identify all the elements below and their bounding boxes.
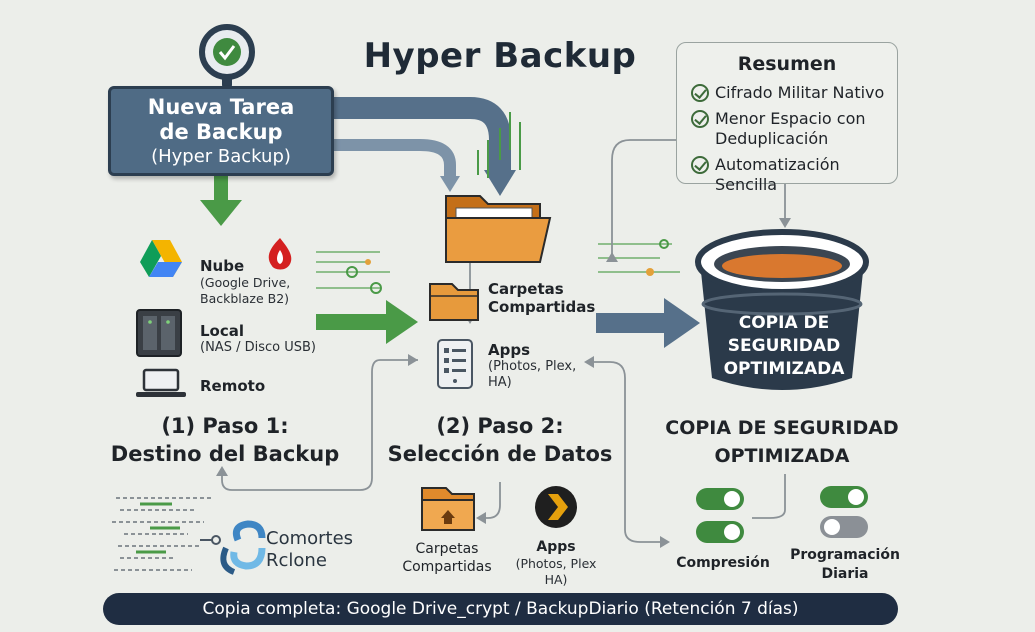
check-circle-icon xyxy=(691,84,709,102)
nas-icon xyxy=(136,309,182,357)
bucket-label: COPIA DE SEGURIDAD OPTIMIZADA xyxy=(723,313,845,379)
new-backup-task-box[interactable]: Nueva Tarea de Backup (Hyper Backup) xyxy=(108,86,334,176)
local-detail: (NAS / Disco USB) xyxy=(200,340,316,355)
toggle-knob xyxy=(848,489,864,505)
task-to-folder-arrowhead xyxy=(484,170,516,196)
destination-remote[interactable]: Remoto xyxy=(200,377,265,395)
laptop-icon xyxy=(136,368,186,397)
green-down-shaft xyxy=(214,176,228,202)
shared-folder-small-icon xyxy=(421,487,475,531)
bucket-caption-line2: OPTIMIZADA xyxy=(714,445,850,467)
summary-item-label: Automatización Sencilla xyxy=(715,155,840,194)
schedule-label: Programación Diaria xyxy=(790,547,900,582)
bottom-apps-item[interactable]: Apps (Photos, Plex HA) xyxy=(506,538,606,588)
magnifier-check-icon xyxy=(199,24,255,88)
local-label: Local xyxy=(200,322,245,340)
summary-item: Cifrado Militar Nativo xyxy=(691,83,884,103)
blue-right-shaft xyxy=(596,313,666,333)
summary-panel: Resumen Cifrado Militar Nativo Menor Esp… xyxy=(676,42,898,194)
apps-detail: (Photos, Plex, HA) xyxy=(488,359,577,390)
data-stream-lines xyxy=(477,112,521,178)
compression-toggle[interactable] xyxy=(696,521,744,543)
step2-line2: Selección de Datos xyxy=(387,442,613,466)
rclone-label[interactable]: Comortes Rclone xyxy=(266,528,353,572)
summary-item: Menor Espacio con Deduplicación xyxy=(691,109,891,149)
toggle-knob xyxy=(724,524,740,540)
log-lines-decor xyxy=(112,497,221,571)
bottom-apps-detail: (Photos, Plex HA) xyxy=(515,556,597,587)
backup-bucket-icon xyxy=(695,229,869,390)
cloud-detail: (Google Drive, Backblaze B2) xyxy=(200,275,291,306)
schedule-toggle[interactable] xyxy=(820,486,868,508)
compression-toggle-a[interactable] xyxy=(696,488,744,510)
bucket-caption: COPIA DE SEGURIDAD OPTIMIZADA xyxy=(650,414,914,470)
summary-title: Resumen xyxy=(737,53,837,75)
secondary-arrowhead xyxy=(440,176,460,192)
bottom-apps-label: Apps xyxy=(536,539,576,555)
shared-folder-icon xyxy=(429,283,479,321)
rclone-line2: Rclone xyxy=(266,550,327,571)
rclone-icon xyxy=(220,520,266,575)
page-title: Hyper Backup xyxy=(363,36,637,76)
shared-folders-label[interactable]: Carpetas Compartidas xyxy=(488,280,596,316)
new-task-line1: Nueva Tarea xyxy=(147,95,295,119)
step1-line2: Destino del Backup xyxy=(110,442,340,466)
schedule-toggle-b[interactable] xyxy=(820,516,868,538)
check-circle-icon xyxy=(691,156,709,174)
step1-line1: (1) Paso 1: xyxy=(161,414,289,438)
toggle-knob xyxy=(724,491,740,507)
step2-line1: (2) Paso 2: xyxy=(436,414,564,438)
summary-item-label: Menor Espacio con Deduplicación xyxy=(715,109,866,148)
apps-list-icon xyxy=(437,339,473,389)
step2-caption: (2) Paso 2: Selección de Datos xyxy=(380,412,620,468)
footer-status-bar: Copia completa: Google Drive_crypt / Bac… xyxy=(103,593,898,625)
remote-label: Remoto xyxy=(200,377,266,395)
summary-item-label: Cifrado Militar Nativo xyxy=(715,83,885,102)
bucket-caption-line1: COPIA DE SEGURIDAD xyxy=(665,417,899,439)
compression-label: Compresión xyxy=(676,555,770,571)
secondary-blue-arrow xyxy=(334,139,456,180)
blue-right-arrowhead xyxy=(664,298,700,348)
check-circle-icon xyxy=(691,110,709,128)
rclone-line1: Comortes xyxy=(266,528,354,549)
green-down-arrowhead xyxy=(200,200,242,226)
green-right-arrowhead xyxy=(386,300,418,344)
backblaze-icon xyxy=(268,238,292,270)
toggle-knob xyxy=(824,519,840,535)
destination-local[interactable]: Local (NAS / Disco USB) xyxy=(200,322,350,356)
step1-caption: (1) Paso 1: Destino del Backup xyxy=(100,412,350,468)
new-task-line3: (Hyper Backup) xyxy=(151,146,291,167)
green-right-shaft xyxy=(316,314,388,330)
cloud-label: Nube xyxy=(200,257,245,275)
open-folder-icon xyxy=(445,195,552,263)
summary-item: Automatización Sencilla xyxy=(691,155,897,195)
plex-icon xyxy=(535,486,577,528)
apps-item[interactable]: Apps (Photos, Plex, HA) xyxy=(488,341,588,391)
google-drive-icon xyxy=(140,240,182,277)
slider-decor-left xyxy=(316,251,390,289)
new-task-line2: de Backup xyxy=(159,120,283,144)
bottom-shared-folders-label[interactable]: Carpetas Compartidas xyxy=(402,541,492,575)
destination-cloud[interactable]: Nube (Google Drive, Backblaze B2) xyxy=(200,257,310,307)
apps-label: Apps xyxy=(488,341,531,359)
